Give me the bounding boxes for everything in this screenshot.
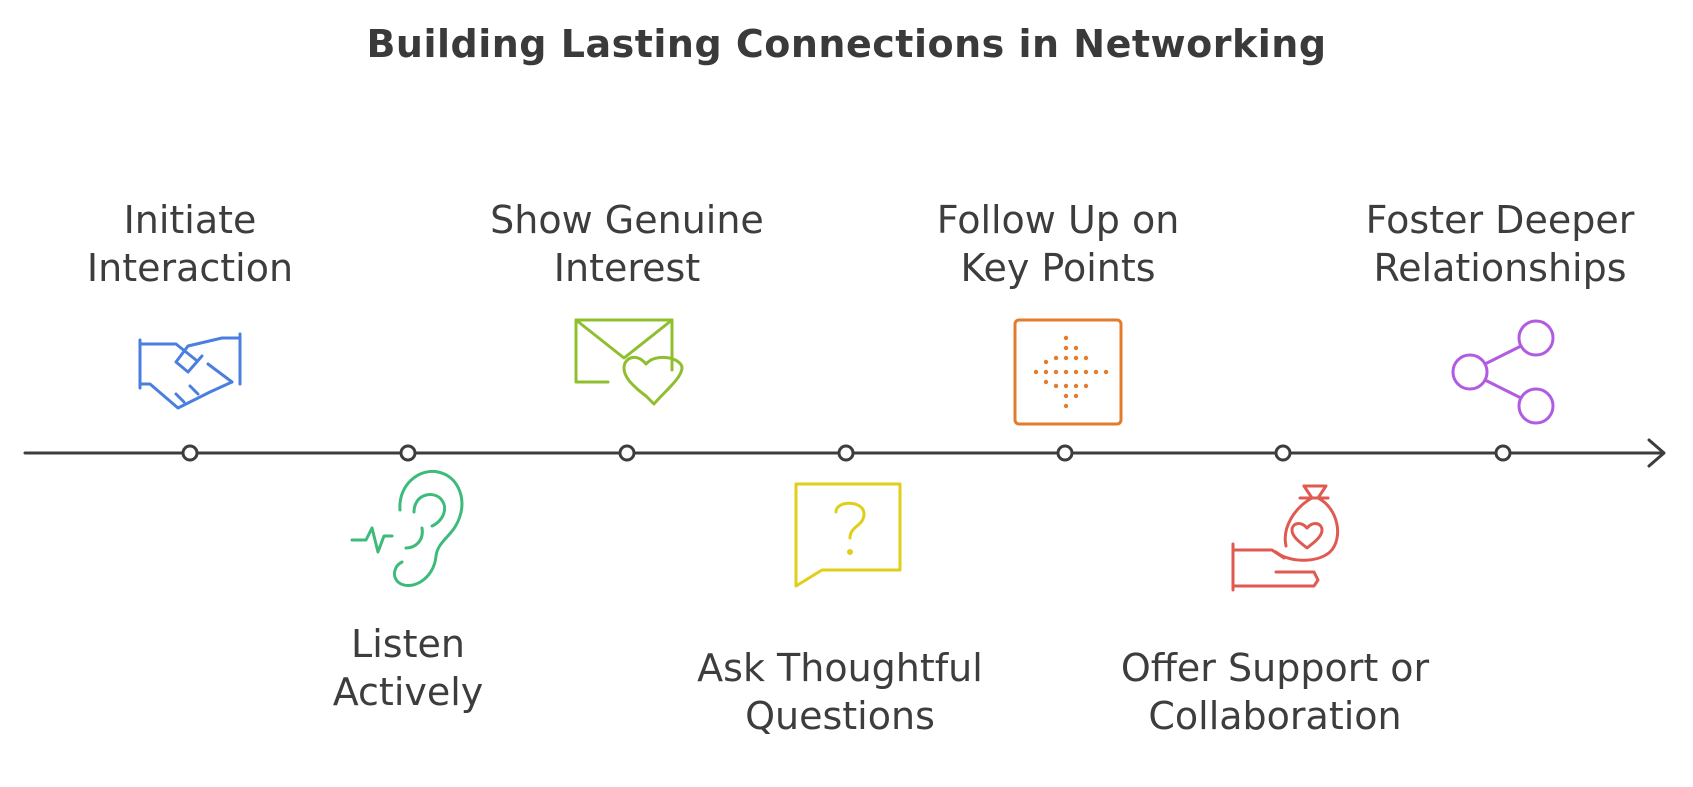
step-label-follow-up-key-points: Follow Up on Key Points [936, 198, 1180, 290]
step-label-ask-thoughtful-questions: Ask Thoughtful Questions [697, 646, 983, 738]
question-bubble-icon [794, 482, 902, 588]
timeline-marker-2 [399, 444, 417, 462]
step-label-listen-actively: Listen Actively [332, 622, 484, 714]
ear-icon [350, 469, 464, 588]
handshake-icon [138, 332, 242, 410]
step-label-offer-support: Offer Support or Collaboration [1120, 646, 1430, 738]
step-label-show-genuine-interest: Show Genuine Interest [490, 198, 764, 290]
timeline-marker-6 [1274, 444, 1292, 462]
step-label-foster-relationships: Foster Deeper Relationships [1365, 198, 1635, 290]
timeline-marker-4 [837, 444, 855, 462]
diagram-title: Building Lasting Connections in Networki… [366, 22, 1327, 66]
timeline-arrowhead [1647, 438, 1666, 468]
envelope-heart-icon [574, 318, 684, 406]
dotted-arrow-dots [1033, 335, 1109, 409]
hand-money-bag-heart-icon [1231, 484, 1340, 592]
timeline-markers [181, 444, 1512, 462]
dotted-arrow-icon [1013, 318, 1123, 426]
timeline-marker-5 [1056, 444, 1074, 462]
timeline-marker-3 [618, 444, 636, 462]
step-label-initiate-interaction: Initiate Interaction [86, 198, 294, 290]
timeline-marker-1 [181, 444, 199, 462]
timeline-marker-7 [1494, 444, 1512, 462]
share-nodes-icon [1451, 319, 1555, 425]
